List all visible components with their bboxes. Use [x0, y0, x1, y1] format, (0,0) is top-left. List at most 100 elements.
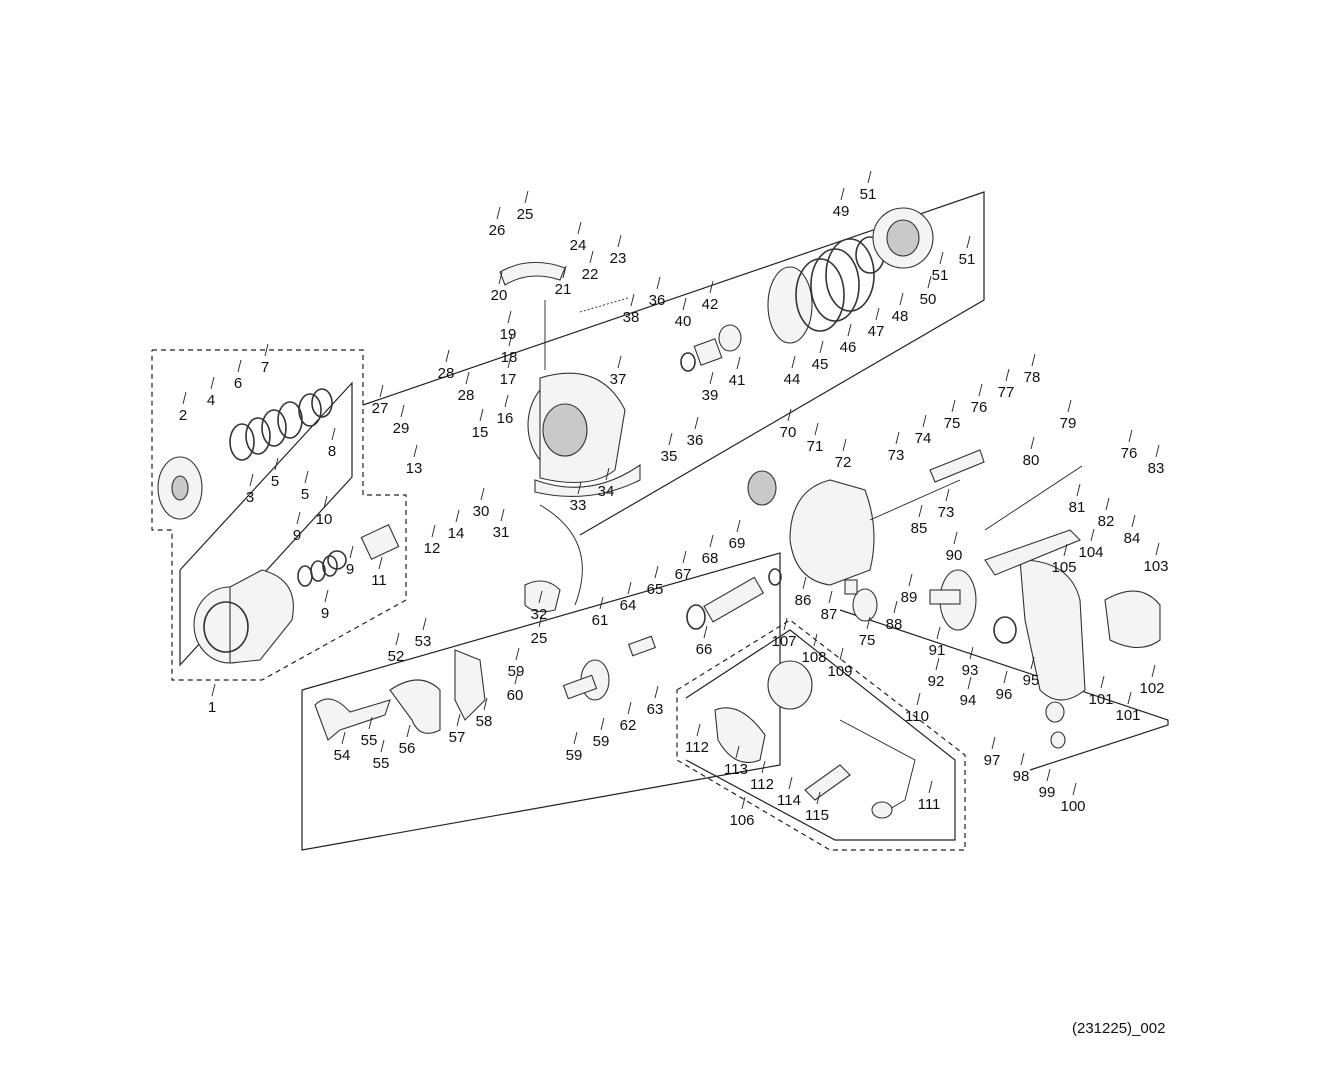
bail-arm — [499, 261, 583, 613]
part-label-73: 73 — [938, 504, 955, 521]
rotor-nut-and-bearings — [680, 207, 934, 372]
part-label-76: 76 — [1121, 445, 1138, 462]
part-label-108: 108 — [801, 649, 826, 666]
part-label-49: 49 — [833, 203, 850, 220]
leader-line — [840, 187, 845, 201]
part-label-75: 75 — [944, 415, 961, 432]
part-label-36: 36 — [649, 292, 666, 309]
leader-line — [456, 713, 461, 727]
part-label-71: 71 — [807, 438, 824, 455]
part-label-73: 73 — [888, 447, 905, 464]
part-label-59: 59 — [593, 733, 610, 750]
leader-line — [1090, 528, 1095, 542]
part-label-7: 7 — [261, 359, 269, 376]
part-label-64: 64 — [620, 597, 637, 614]
leader-line — [816, 791, 821, 805]
leader-line — [682, 550, 687, 564]
leader-line — [788, 776, 793, 790]
part-label-19: 19 — [500, 326, 517, 343]
part-label-14: 14 — [448, 525, 465, 542]
leader-line — [656, 276, 661, 290]
part-label-69: 69 — [729, 535, 746, 552]
part-label-36: 36 — [687, 432, 704, 449]
part-label-37: 37 — [610, 371, 627, 388]
part-label-33: 33 — [570, 497, 587, 514]
leader-line — [867, 170, 872, 184]
rotor — [527, 372, 641, 497]
leader-line — [736, 519, 741, 533]
part-label-9: 9 — [346, 561, 354, 578]
part-label-15: 15 — [472, 424, 489, 441]
part-label-105: 105 — [1051, 559, 1076, 576]
leader-line — [953, 531, 958, 545]
leader-line — [617, 355, 622, 369]
leader-line — [922, 414, 927, 428]
part-label-58: 58 — [476, 713, 493, 730]
part-label-100: 100 — [1060, 798, 1085, 815]
part-label-1: 1 — [208, 699, 216, 716]
leader-line — [966, 235, 971, 249]
leader-line — [323, 495, 328, 509]
part-label-18: 18 — [501, 349, 518, 366]
part-label-90: 90 — [946, 547, 963, 564]
part-label-84: 84 — [1124, 530, 1141, 547]
part-label-16: 16 — [497, 410, 514, 427]
part-label-30: 30 — [473, 503, 490, 520]
leader-line — [562, 265, 567, 279]
part-label-107: 107 — [771, 633, 796, 650]
leader-line — [498, 271, 503, 285]
part-label-21: 21 — [555, 281, 572, 298]
part-label-5: 5 — [301, 486, 309, 503]
leader-line — [1072, 782, 1077, 796]
leader-line — [573, 731, 578, 745]
main-shaft — [869, 449, 1083, 531]
part-label-77: 77 — [998, 384, 1015, 401]
leader-line — [1127, 691, 1132, 705]
part-label-46: 46 — [840, 339, 857, 356]
leader-line — [875, 307, 880, 321]
leader-line — [969, 646, 974, 660]
leader-line — [866, 616, 871, 630]
part-label-51: 51 — [932, 267, 949, 284]
handle-inner-frame — [685, 629, 956, 841]
leader-line — [842, 438, 847, 452]
leader-line — [479, 408, 484, 422]
part-label-75: 75 — [859, 632, 876, 649]
leader-line — [1155, 444, 1160, 458]
part-label-88: 88 — [886, 616, 903, 633]
leader-line — [935, 657, 940, 671]
part-label-31: 31 — [493, 524, 510, 541]
leader-line — [508, 333, 513, 347]
part-label-70: 70 — [780, 424, 797, 441]
leader-line — [538, 614, 543, 628]
leader-line — [696, 723, 701, 737]
leader-line — [455, 509, 460, 523]
part-label-81: 81 — [1069, 499, 1086, 516]
leader-line — [918, 504, 923, 518]
leader-line — [951, 399, 956, 413]
part-label-29: 29 — [393, 420, 410, 437]
leader-line — [978, 383, 983, 397]
leader-line — [736, 356, 741, 370]
part-label-47: 47 — [868, 323, 885, 340]
part-label-68: 68 — [702, 550, 719, 567]
part-label-114: 114 — [777, 792, 801, 809]
leader-line — [617, 234, 622, 248]
leader-line — [828, 590, 833, 604]
part-label-65: 65 — [647, 581, 664, 598]
spool-drag-knob — [157, 456, 203, 520]
part-label-59: 59 — [566, 747, 583, 764]
part-label-23: 23 — [610, 250, 627, 267]
leader-line — [368, 716, 373, 730]
part-label-94: 94 — [960, 692, 977, 709]
leader-line — [813, 633, 818, 647]
leader-line — [967, 676, 972, 690]
leader-line — [703, 625, 708, 639]
leader-line — [916, 692, 921, 706]
leader-line — [819, 340, 824, 354]
leader-line — [668, 432, 673, 446]
leader-line — [1005, 368, 1010, 382]
leader-line — [465, 371, 470, 385]
leader-line — [991, 736, 996, 750]
part-label-106: 106 — [729, 812, 754, 829]
